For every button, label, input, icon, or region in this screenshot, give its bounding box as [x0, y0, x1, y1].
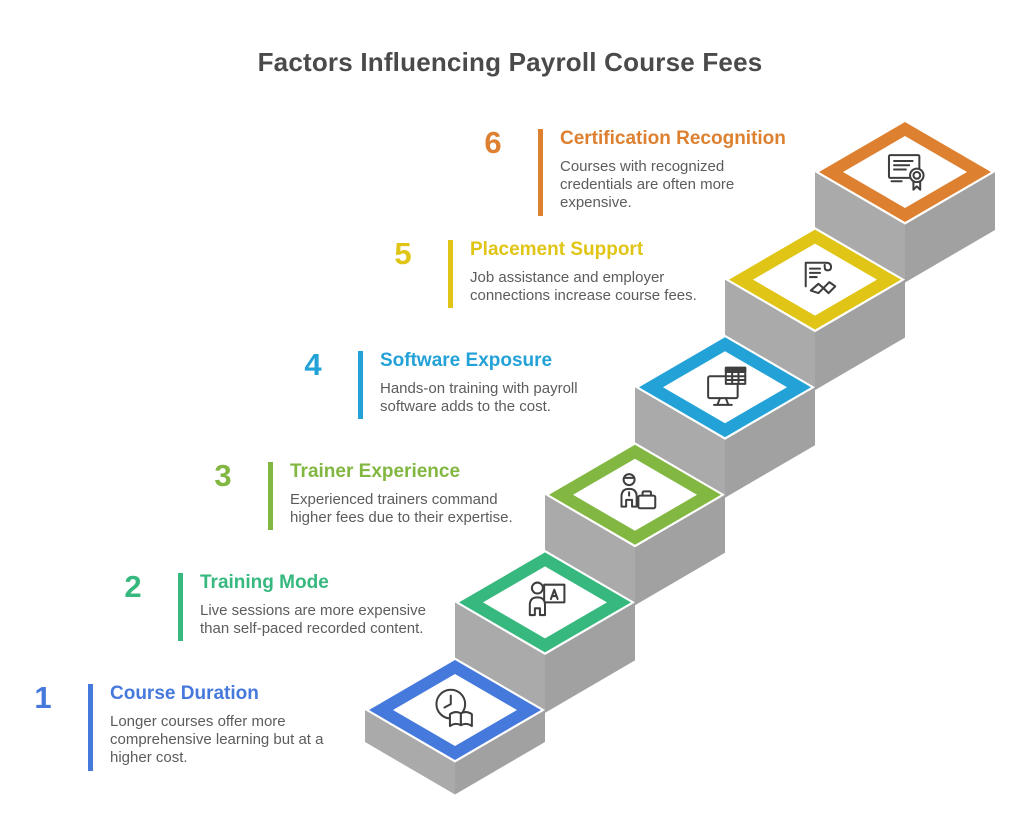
step-item-5: 5 Placement Support Job assistance and e…: [384, 236, 725, 309]
step-riser-right-face: [635, 494, 725, 606]
step-block-1: [365, 657, 545, 795]
step-title: Course Duration: [110, 683, 259, 704]
step-number: 2: [124, 569, 142, 604]
step-block-5: [725, 227, 905, 391]
step-riser-left-face: [455, 602, 545, 713]
step-block-3: [545, 442, 725, 606]
step-accent-bar: [268, 462, 273, 531]
step-description: Hands-on training with payroll software …: [380, 379, 578, 416]
step-accent-bar: [88, 684, 93, 771]
step-description: Courses with recognized credentials are …: [560, 157, 735, 212]
diamond-face: [393, 674, 517, 746]
step-description: Experienced trainers command higher fees…: [290, 490, 513, 527]
step-riser-right-face: [725, 387, 815, 498]
step-description: Job assistance and employer connections …: [470, 268, 697, 305]
page-title: Factors Influencing Payroll Course Fees: [257, 47, 763, 77]
step-block-2: [455, 549, 635, 713]
step-riser-left-face: [545, 494, 635, 606]
step-number: 1: [34, 680, 52, 715]
step-item-6: 6 Certification Recognition Courses with…: [474, 125, 786, 216]
step-riser-right-face: [905, 172, 995, 283]
step-number: 6: [484, 125, 502, 160]
step-description: Longer courses offer more comprehensive …: [110, 712, 324, 767]
step-block-4: [635, 334, 815, 498]
step-number: 4: [304, 347, 322, 382]
step-item-3: 3 Trainer Experience Experienced trainer…: [204, 458, 530, 531]
step-title: Trainer Experience: [290, 461, 461, 482]
step-riser-right-face: [815, 279, 905, 391]
step-item-2: 2 Training Mode Live sessions are more e…: [114, 569, 455, 642]
step-riser-right-face: [545, 602, 635, 713]
step-title: Certification Recognition: [560, 128, 786, 149]
step-accent-bar: [448, 240, 453, 309]
step-accent-bar: [178, 573, 183, 642]
step-item-1: 1 Course Duration Longer courses offer m…: [24, 680, 348, 771]
step-riser-left-face: [365, 710, 455, 795]
step-title: Placement Support: [470, 239, 644, 260]
step-block-6: [815, 119, 995, 283]
diamond-face: [753, 243, 877, 316]
step-riser-left-face: [635, 387, 725, 498]
step-title: Training Mode: [200, 572, 329, 593]
step-description: Live sessions are more expensive than se…: [200, 601, 426, 638]
step-number: 5: [394, 236, 412, 271]
step-accent-bar: [358, 351, 363, 420]
step-riser-right-face: [455, 710, 545, 795]
step-accent-bar: [538, 129, 543, 216]
step-riser-left-face: [725, 279, 815, 391]
step-title: Software Exposure: [380, 350, 553, 371]
step-number: 3: [214, 458, 232, 493]
step-item-4: 4 Software Exposure Hands-on training wi…: [294, 347, 600, 420]
step-riser-left-face: [815, 172, 905, 283]
